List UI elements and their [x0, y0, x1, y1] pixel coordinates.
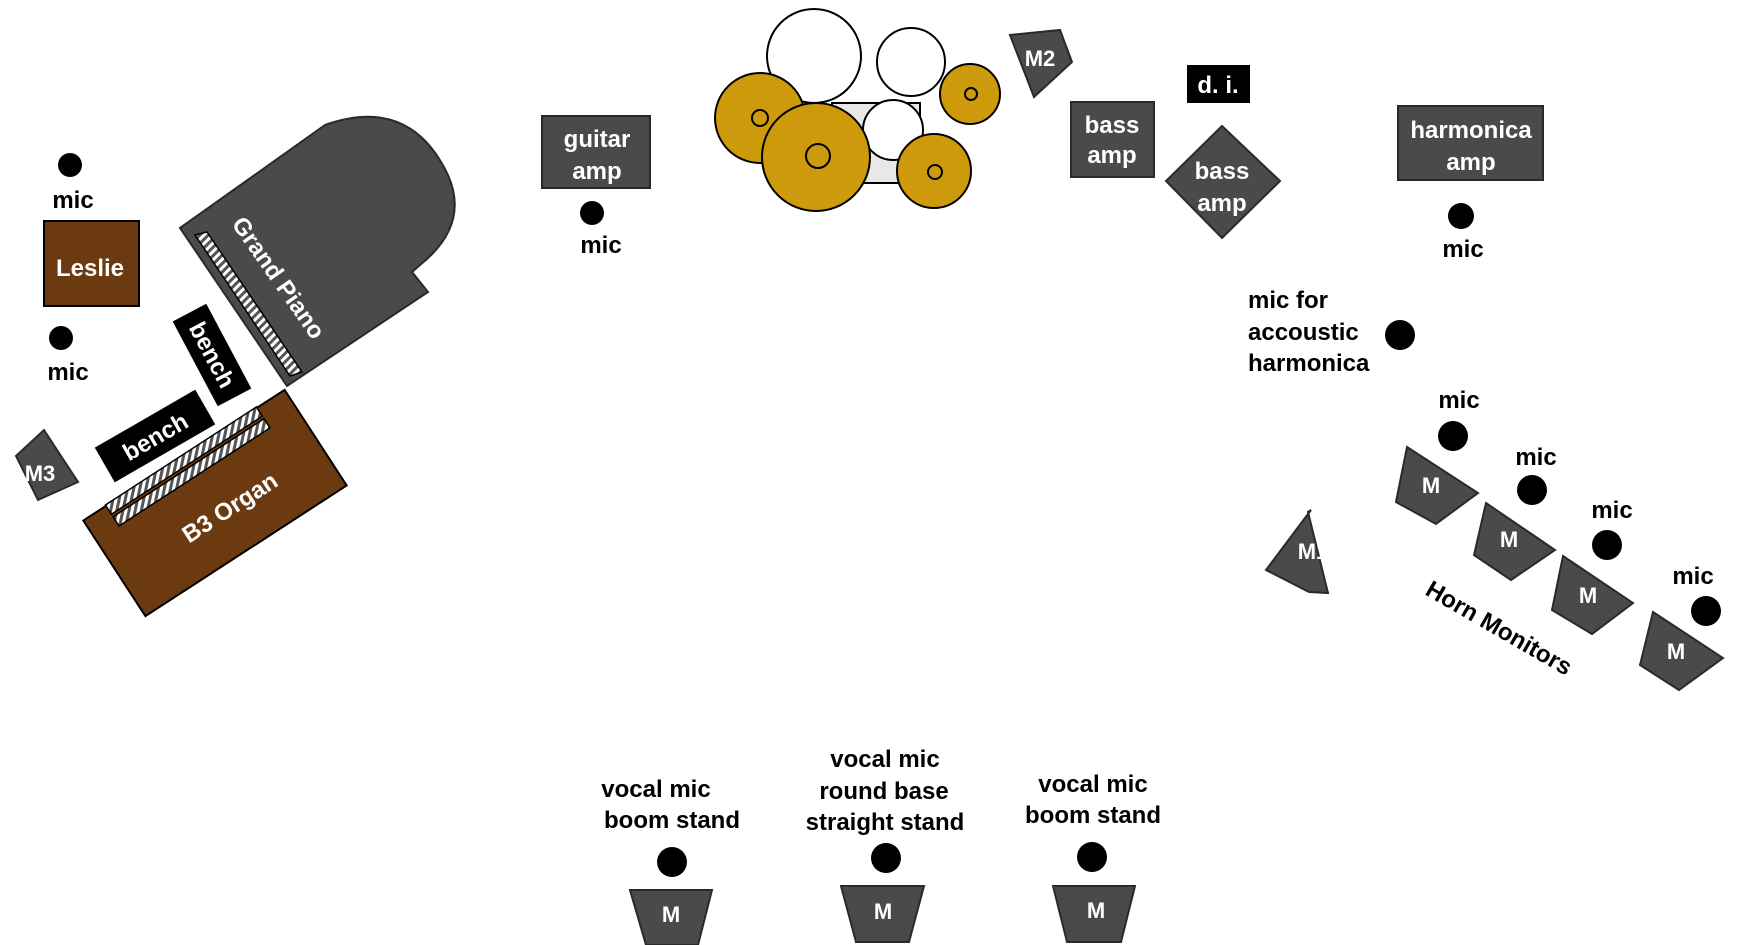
horn-mic-3: [1592, 530, 1622, 560]
guitar-amp: [541, 115, 651, 189]
di-box: [1187, 65, 1250, 103]
vocal-monitor-1-label: M: [662, 902, 680, 927]
vocal-mic-1-label-2: boom stand: [604, 807, 740, 834]
guitar-amp-label-2: amp: [572, 158, 621, 185]
horn-mic-3-label: mic: [1591, 497, 1632, 524]
mic-leslie-top-label: mic: [52, 187, 93, 214]
horn-mic-2-label: mic: [1515, 444, 1556, 471]
horn-monitor-4: [1638, 610, 1725, 692]
cymbal-splash: [939, 63, 1001, 125]
horn-monitors-label: Horn Monitors: [1421, 576, 1577, 681]
acoustic-harmonica-label-1: mic for: [1248, 287, 1328, 314]
horn-mic-1: [1438, 421, 1468, 451]
cymbal-crash: [761, 102, 871, 212]
cymbal-hihat-center: [751, 109, 769, 127]
mic-acoustic-harmonica: [1385, 320, 1415, 350]
vocal-mic-1-label-1: vocal mic: [601, 776, 710, 803]
horn-monitor-2-label: M: [1500, 527, 1518, 552]
vocal-mic-3-label-1: vocal mic: [1038, 771, 1147, 798]
vocal-mic-3-label-2: boom stand: [1025, 802, 1161, 829]
mic-harmonica-amp-label: mic: [1442, 236, 1483, 263]
leslie-speaker: [43, 220, 140, 307]
piano-keyboard: [193, 231, 304, 377]
acoustic-harmonica-label-3: harmonica: [1248, 350, 1370, 377]
organ-keyboard-lower: [112, 417, 272, 528]
bass-amp-2-label-2: amp: [1197, 190, 1246, 217]
leslie-label: Leslie: [56, 255, 124, 282]
harmonica-amp: [1397, 105, 1544, 181]
b3-organ: B3 Organ: [81, 388, 349, 618]
cymbal-crash-center: [805, 143, 831, 169]
vocal-mic-1: [657, 847, 687, 877]
mic-guitar-amp: [580, 201, 604, 225]
acoustic-harmonica-label-2: accoustic: [1248, 319, 1359, 346]
bass-amp-2: [1164, 124, 1282, 240]
harmonica-amp-label-2: amp: [1446, 149, 1495, 176]
horn-mic-4: [1691, 596, 1721, 626]
bass-amp-2-label-1: bass: [1195, 158, 1250, 185]
vocal-mic-2: [871, 843, 901, 873]
vocal-mic-3: [1077, 842, 1107, 872]
bass-amp-label-1: bass: [1085, 112, 1140, 139]
monitor-m1: [1264, 509, 1330, 595]
bass-amp: [1070, 101, 1155, 178]
mic-guitar-amp-label: mic: [580, 232, 621, 259]
vocal-monitor-3: [1051, 885, 1137, 943]
monitor-m3: [14, 428, 80, 502]
monitor-m3-label: M3: [25, 461, 56, 486]
mic-leslie-top: [58, 153, 82, 177]
vocal-monitor-3-label: M: [1087, 898, 1105, 923]
horn-monitor-1-label: M: [1422, 473, 1440, 498]
harmonica-amp-label-1: harmonica: [1410, 117, 1532, 144]
vocal-mic-2-label-2: round base: [819, 778, 948, 805]
horn-monitor-2: [1472, 501, 1557, 582]
tom-drum: [876, 27, 946, 97]
vocal-monitor-1: [628, 889, 714, 945]
vocal-monitor-2-label: M: [874, 899, 892, 924]
di-label: d. i.: [1197, 72, 1238, 99]
mic-harmonica-amp: [1448, 203, 1474, 229]
cymbal-ride: [896, 133, 972, 209]
grand-piano: Grand Piano: [178, 115, 456, 388]
piano-bench: bench: [172, 303, 252, 407]
horn-mic-2: [1517, 475, 1547, 505]
horn-monitor-3: [1550, 554, 1635, 636]
monitor-m2: [1008, 28, 1074, 99]
monitor-m1-label: M1: [1298, 539, 1329, 564]
cymbal-ride-center: [927, 164, 943, 180]
cymbal-splash-center: [964, 87, 978, 101]
organ-keyboard-upper: [104, 405, 264, 516]
mic-leslie-bottom: [49, 326, 73, 350]
drum-kit: [714, 8, 1001, 212]
horn-monitor-3-label: M: [1579, 583, 1597, 608]
vocal-mic-2-label-1: vocal mic: [830, 746, 939, 773]
horn-monitor-1: [1394, 445, 1480, 526]
horn-monitor-4-label: M: [1667, 639, 1685, 664]
vocal-mic-2-label-3: straight stand: [806, 809, 965, 836]
horn-mic-4-label: mic: [1672, 563, 1713, 590]
vocal-monitor-2: [839, 885, 926, 943]
guitar-amp-label-1: guitar: [564, 126, 631, 153]
mic-leslie-bottom-label: mic: [47, 359, 88, 386]
monitor-m2-label: M2: [1025, 46, 1056, 71]
horn-mic-1-label: mic: [1438, 387, 1479, 414]
bass-amp-label-2: amp: [1087, 142, 1136, 169]
